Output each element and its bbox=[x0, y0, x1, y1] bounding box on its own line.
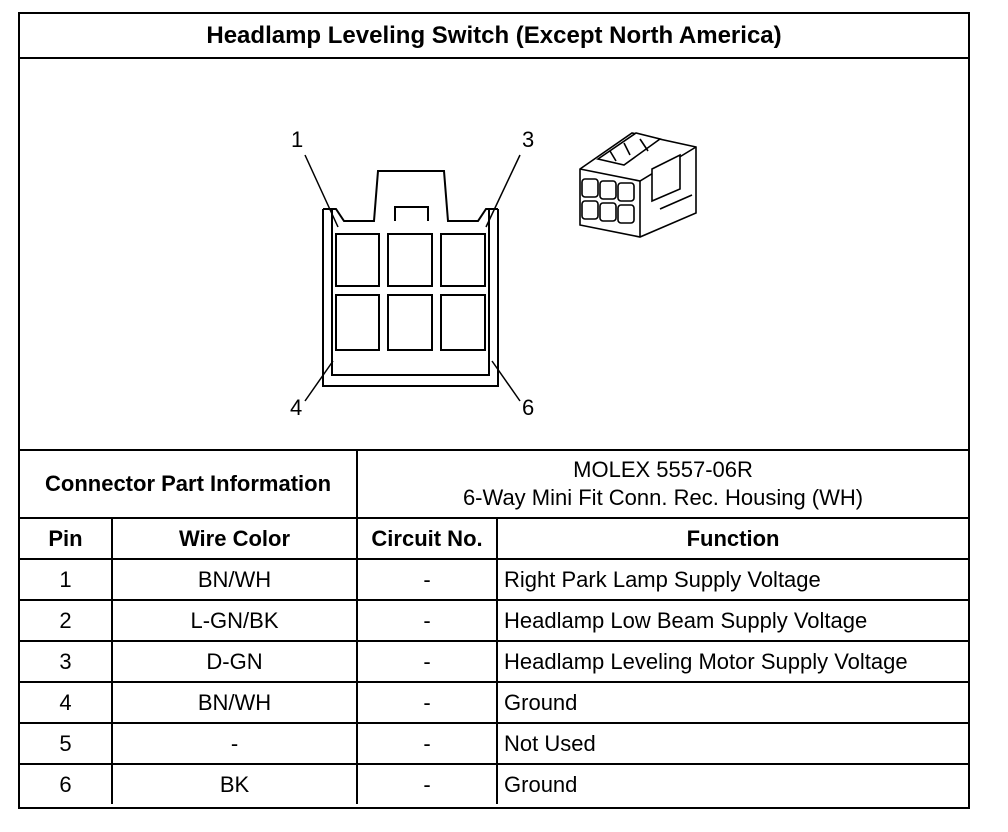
connector-part-info-label: Connector Part Information bbox=[20, 451, 359, 519]
pin-cell: 6 bbox=[20, 763, 113, 804]
pin-cavity-3 bbox=[440, 233, 486, 287]
leader-line-pin-6 bbox=[491, 360, 521, 402]
page-title: Headlamp Leveling Switch (Except North A… bbox=[20, 14, 968, 59]
pin-table: Connector Part Information MOLEX 5557-06… bbox=[20, 451, 969, 804]
header-circuit-no: Circuit No. bbox=[356, 517, 499, 560]
pin-cavity-6 bbox=[440, 294, 486, 351]
circuit-cell: - bbox=[356, 558, 499, 601]
pin-cavity-1 bbox=[335, 233, 380, 287]
pin-cavity-2 bbox=[387, 233, 433, 287]
pin-label-1: 1 bbox=[291, 127, 303, 152]
function-cell: Not Used bbox=[496, 722, 969, 765]
circuit-cell: - bbox=[356, 722, 499, 765]
connector-part-info-value: MOLEX 5557-06R 6-Way Mini Fit Conn. Rec.… bbox=[356, 451, 969, 519]
connector-part-number: MOLEX 5557-06R bbox=[573, 457, 753, 482]
leader-line-pin-1 bbox=[304, 154, 339, 228]
pin-label-6: 6 bbox=[522, 395, 534, 420]
leader-line-pin-4 bbox=[304, 360, 334, 402]
connector-housing-outline bbox=[322, 209, 499, 387]
function-cell: Ground bbox=[496, 763, 969, 804]
pin-label-4: 4 bbox=[290, 395, 302, 420]
table-row: 2 L-GN/BK - Headlamp Low Beam Supply Vol… bbox=[20, 599, 969, 642]
function-cell: Headlamp Low Beam Supply Voltage bbox=[496, 599, 969, 642]
function-cell: Headlamp Leveling Motor Supply Voltage bbox=[496, 640, 969, 683]
table-row: 6 BK - Ground bbox=[20, 763, 969, 804]
table-row: 1 BN/WH - Right Park Lamp Supply Voltage bbox=[20, 558, 969, 601]
header-wire-color: Wire Color bbox=[110, 517, 359, 560]
function-cell: Right Park Lamp Supply Voltage bbox=[496, 558, 969, 601]
header-function: Function bbox=[496, 517, 969, 560]
connector-isometric-icon bbox=[579, 132, 697, 238]
table-row: 3 D-GN - Headlamp Leveling Motor Supply … bbox=[20, 640, 969, 683]
table-row: 5 - - Not Used bbox=[20, 722, 969, 765]
pin-cell: 2 bbox=[20, 599, 113, 642]
connector-face-drawing: 1 3 4 6 bbox=[290, 127, 697, 420]
connector-diagram: 1 3 4 6 bbox=[20, 59, 968, 451]
function-cell: Ground bbox=[496, 681, 969, 724]
circuit-cell: - bbox=[356, 763, 499, 804]
pin-cell: 3 bbox=[20, 640, 113, 683]
table-row: 4 BN/WH - Ground bbox=[20, 681, 969, 724]
table-header-row: Pin Wire Color Circuit No. Function bbox=[20, 517, 969, 560]
pin-cavity-5 bbox=[387, 294, 433, 351]
wire-color-cell: BN/WH bbox=[110, 558, 359, 601]
wire-color-cell: BN/WH bbox=[110, 681, 359, 724]
wire-color-cell: D-GN bbox=[110, 640, 359, 683]
wire-color-cell: - bbox=[110, 722, 359, 765]
pin-cavity-4 bbox=[335, 294, 380, 351]
circuit-cell: - bbox=[356, 599, 499, 642]
connector-description: 6-Way Mini Fit Conn. Rec. Housing (WH) bbox=[462, 485, 864, 510]
wire-color-cell: BK bbox=[110, 763, 359, 804]
circuit-cell: - bbox=[356, 640, 499, 683]
pin-label-3: 3 bbox=[522, 127, 534, 152]
circuit-cell: - bbox=[356, 681, 499, 724]
pin-cell: 4 bbox=[20, 681, 113, 724]
header-pin: Pin bbox=[20, 517, 113, 560]
pin-cell: 1 bbox=[20, 558, 113, 601]
leader-line-pin-3 bbox=[485, 154, 521, 228]
connector-sheet: Headlamp Leveling Switch (Except North A… bbox=[18, 12, 970, 809]
pin-cell: 5 bbox=[20, 722, 113, 765]
wire-color-cell: L-GN/BK bbox=[110, 599, 359, 642]
